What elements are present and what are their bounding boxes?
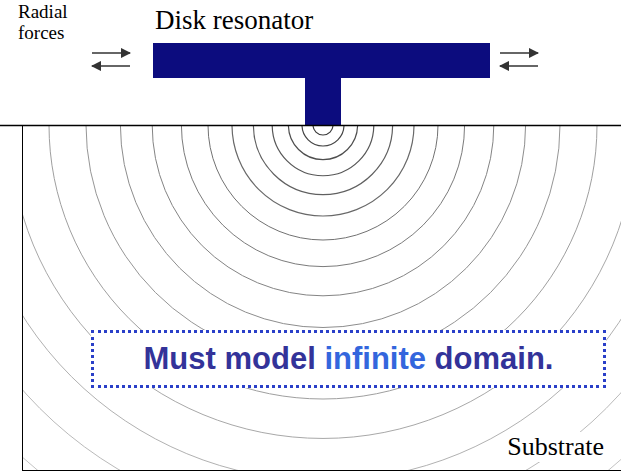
note-text: Must model infinite domain.: [144, 341, 554, 377]
wave-arc: [23, 126, 621, 470]
wave-arc: [120, 126, 525, 328]
title-label: Disk resonator: [155, 6, 313, 36]
wave-arc: [23, 126, 621, 470]
disk-plate: [153, 43, 490, 78]
wave-arc: [23, 126, 621, 438]
wave-arc: [152, 126, 494, 296]
force-arrows-right: [500, 53, 538, 66]
wave-arc: [23, 126, 621, 470]
wave-arc: [23, 126, 621, 470]
note-box: Must model infinite domain.: [91, 330, 606, 388]
wave-arc: [208, 126, 438, 240]
wave-arc: [232, 126, 414, 216]
disk-stem: [305, 77, 341, 126]
wave-arc: [302, 126, 344, 146]
wave-arc: [313, 126, 333, 135]
wave-arc: [272, 126, 374, 176]
wave-arc: [23, 126, 621, 470]
wave-arc: [23, 126, 621, 470]
wave-arc: [23, 126, 621, 470]
force-label: Radial forces: [18, 2, 82, 44]
wave-arc: [288, 126, 357, 160]
wave-arc: [86, 126, 560, 362]
wave-arc: [253, 126, 392, 195]
region-label: Substrate: [504, 432, 607, 462]
wave-fronts: [23, 126, 621, 470]
substrate-box: Substrate Must model infinite domain.: [22, 125, 621, 471]
wave-arc: [23, 126, 621, 470]
wave-arc: [181, 126, 464, 267]
force-arrows-left: [92, 53, 130, 66]
wave-arc: [23, 126, 621, 470]
